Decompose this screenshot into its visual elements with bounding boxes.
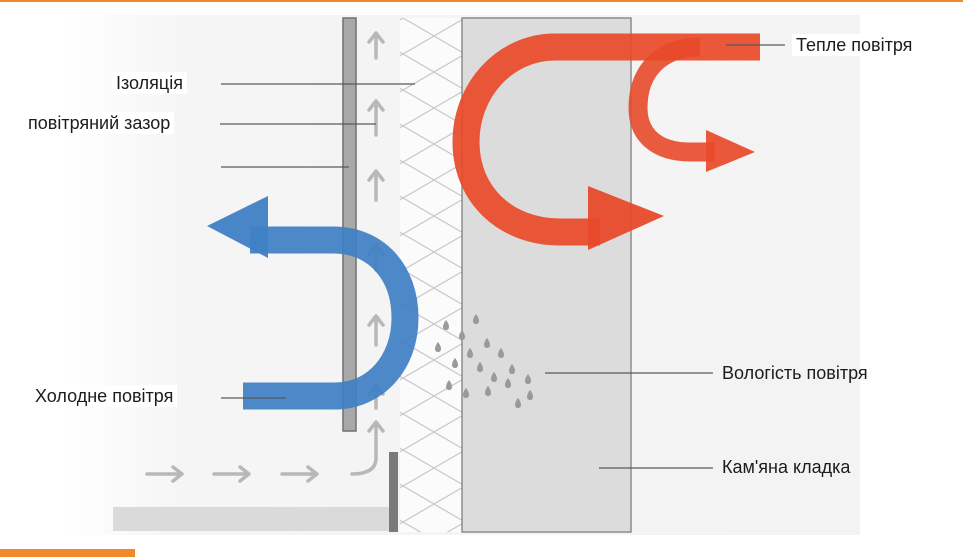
arrow-up-icon: [367, 169, 385, 202]
insulation-label: Ізоляція: [112, 72, 187, 94]
arrow-right-icon: [280, 465, 319, 483]
water-drop-icon: [491, 372, 497, 382]
water-drop-icon: [477, 362, 483, 372]
base-profile: [389, 452, 398, 532]
insulation-pattern: [400, 18, 462, 532]
masonry-label: Кам'яна кладка: [722, 457, 851, 477]
bottom-accent-bar: [0, 549, 135, 557]
arrow-up-icon: [350, 420, 385, 476]
arrow-right-icon: [145, 465, 184, 483]
humidity-label: Вологість повітря: [722, 363, 868, 383]
water-drop-icon: [459, 330, 465, 340]
arrow-up-icon: [367, 99, 385, 137]
air-gap-arrows: [350, 31, 385, 476]
water-drop-icon: [515, 398, 521, 408]
water-drop-icon: [467, 348, 473, 358]
water-drop-icon: [484, 338, 490, 348]
warm-air-arrow: [452, 33, 760, 250]
water-drop-icon: [473, 314, 479, 324]
arrow-right-icon: [212, 465, 251, 483]
water-drop-icon: [485, 386, 491, 396]
water-drop-icon: [505, 378, 511, 388]
water-drop-icon: [463, 388, 469, 398]
moisture-drops: [435, 314, 533, 408]
water-drop-icon: [446, 380, 452, 390]
water-drop-icon: [498, 348, 504, 358]
water-drop-icon: [527, 390, 533, 400]
warm-air-label: Тепле повітря: [792, 34, 917, 56]
air-gap-label: повітряний зазор: [24, 112, 175, 134]
water-drop-icon: [509, 364, 515, 374]
masonry-wall: [461, 17, 632, 533]
water-drop-icon: [435, 342, 441, 352]
cold-air-label: Холодне повітря: [31, 385, 178, 407]
water-drop-icon: [443, 320, 449, 330]
cladding-panel: [342, 17, 357, 432]
cold-air-arrow: [207, 196, 419, 410]
arrow-up-icon: [367, 31, 385, 60]
water-drop-icon: [525, 374, 531, 384]
water-drop-icon: [452, 358, 458, 368]
top-accent-line: [0, 0, 963, 2]
inflow-arrows: [145, 465, 319, 483]
leader-lines: [220, 44, 785, 469]
foundation-slab: [113, 507, 391, 531]
arrow-up-icon: [367, 314, 385, 347]
